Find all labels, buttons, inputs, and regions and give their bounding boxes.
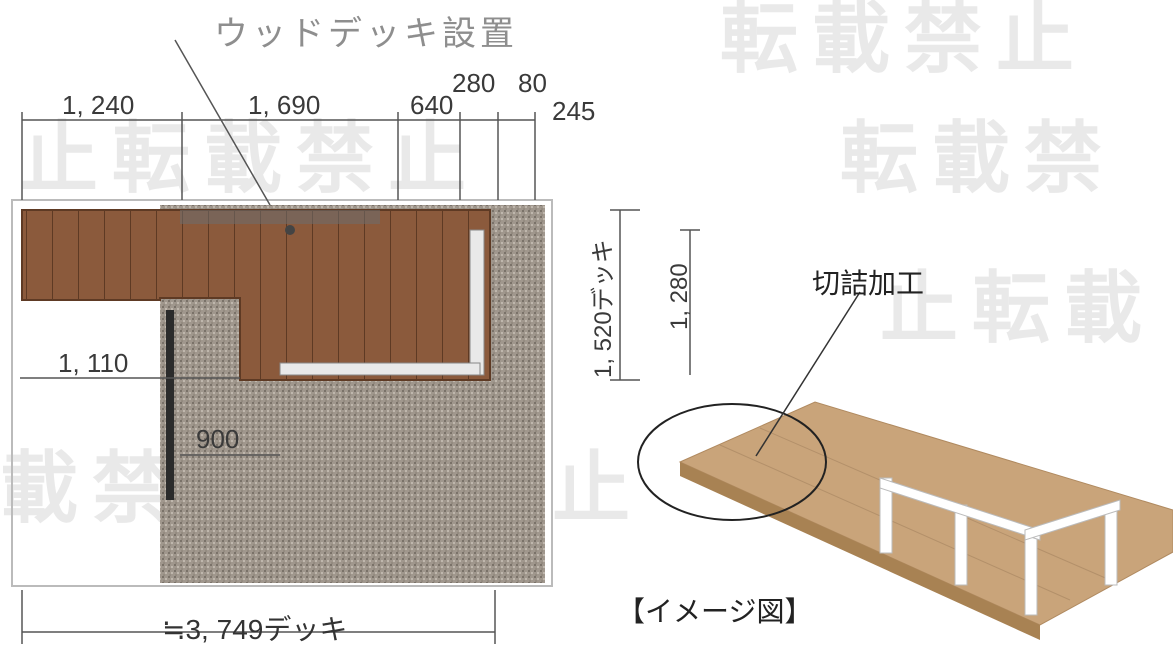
dim-inner: 900 <box>196 424 240 454</box>
dim-top-4: 280 <box>452 68 496 98</box>
dim-top-2: 1, 690 <box>248 90 321 120</box>
dimension-lines <box>20 39 700 644</box>
watermark-row-right: 止転載 <box>880 264 1157 354</box>
dim-top-1: 1, 240 <box>62 90 135 120</box>
image-caption: 【イメージ図】 <box>617 595 813 628</box>
watermark-row-mid: 転載禁 <box>840 114 1117 204</box>
dim-vertical-outer: 1, 520デッキ <box>590 239 617 378</box>
watermark-row-top: 転載禁止 <box>720 0 1089 84</box>
dim-top-6: 245 <box>552 96 596 126</box>
dim-vertical-inner: 1, 280 <box>666 263 693 330</box>
dim-top-5: 80 <box>518 68 547 98</box>
dim-top-3: 640 <box>410 90 454 120</box>
deck-3d-illustration <box>637 291 1173 640</box>
dim-bottom-total: ≒3, 749デッキ <box>162 614 348 645</box>
callout-label: 切詰加工 <box>812 267 925 300</box>
drawing-title: ウッドデッキ設置 <box>214 14 518 54</box>
deck-surface <box>21 209 491 500</box>
dim-left-mid: 1, 110 <box>58 348 129 378</box>
watermark-row-left: 止転載禁止 <box>20 114 481 204</box>
